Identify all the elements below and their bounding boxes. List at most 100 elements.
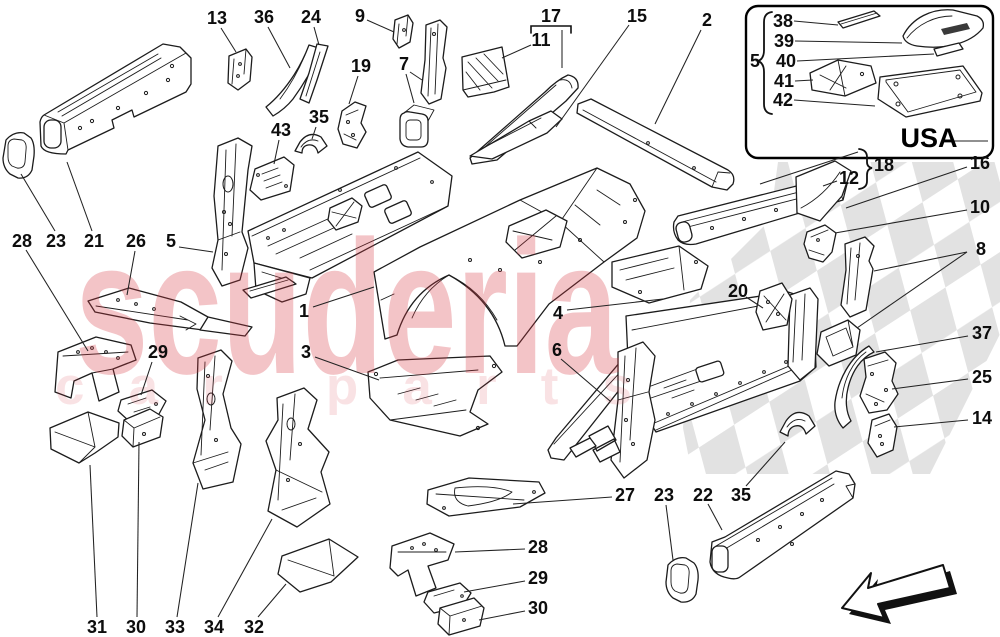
part-pillar-trim-24[interactable] xyxy=(299,43,329,104)
part-pillar-trim-36[interactable] xyxy=(265,44,323,117)
part-floor-panel-27[interactable] xyxy=(426,477,546,517)
part-channel-7[interactable] xyxy=(420,19,448,105)
callout-32[interactable]: 32 xyxy=(244,617,264,637)
part-bracket-41[interactable] xyxy=(809,59,877,97)
callout-17[interactable]: 17 xyxy=(541,6,561,26)
part-strip-38[interactable] xyxy=(837,10,881,29)
callout-21[interactable]: 21 xyxy=(84,231,104,251)
part-sill-beam[interactable] xyxy=(39,43,192,155)
part-box-30-left[interactable] xyxy=(121,408,164,448)
callout-41[interactable]: 41 xyxy=(774,71,794,91)
part-end-cap-bottom[interactable] xyxy=(665,557,699,603)
callout-18[interactable]: 18 xyxy=(874,155,894,175)
callout-14[interactable]: 14 xyxy=(972,408,992,428)
callout-30[interactable]: 30 xyxy=(528,598,548,618)
part-blade-26[interactable] xyxy=(87,276,297,337)
part-curved-strip-37[interactable] xyxy=(834,345,875,429)
part-bracket-25[interactable] xyxy=(859,351,899,414)
callout-35[interactable]: 35 xyxy=(731,485,751,505)
part-trim-39[interactable] xyxy=(902,9,985,48)
callout-7[interactable]: 7 xyxy=(399,54,409,74)
callout-28[interactable]: 28 xyxy=(528,537,548,557)
callout-8[interactable]: 8 xyxy=(976,239,986,259)
part-bracket-20[interactable] xyxy=(755,282,793,331)
part-sheet-32[interactable] xyxy=(277,538,359,593)
callout-38[interactable]: 38 xyxy=(773,11,793,31)
part-box-8[interactable] xyxy=(816,319,861,367)
callout-25[interactable]: 25 xyxy=(972,367,992,387)
part-panel-4[interactable] xyxy=(611,245,709,304)
callout-22[interactable]: 22 xyxy=(693,485,713,505)
callout-30[interactable]: 30 xyxy=(126,617,146,637)
part-sill-beam-22[interactable] xyxy=(709,470,856,580)
callout-2[interactable]: 2 xyxy=(702,10,712,30)
part-saddle-35-lower[interactable] xyxy=(779,411,816,437)
callout-19[interactable]: 19 xyxy=(351,56,371,76)
part-box-section-7[interactable] xyxy=(399,104,435,148)
part-bracket-28-left[interactable] xyxy=(54,336,137,402)
part-crossmember-3[interactable] xyxy=(367,355,503,437)
part-bracket-28-bottom[interactable] xyxy=(389,532,455,597)
callout-1[interactable]: 1 xyxy=(299,301,309,321)
part-channel-8[interactable] xyxy=(840,236,875,318)
part-pillar-33[interactable] xyxy=(192,349,242,490)
leader-line xyxy=(845,166,968,209)
leader-line xyxy=(313,26,320,46)
callout-5[interactable]: 5 xyxy=(750,51,760,71)
callout-31[interactable]: 31 xyxy=(87,617,107,637)
part-saddle-35-upper[interactable] xyxy=(294,133,328,154)
callout-12[interactable]: 12 xyxy=(839,168,859,188)
callout-3[interactable]: 3 xyxy=(301,342,311,362)
callout-23[interactable]: 23 xyxy=(654,485,674,505)
callout-4[interactable]: 4 xyxy=(553,303,563,323)
callout-29[interactable]: 29 xyxy=(148,342,168,362)
callout-24[interactable]: 24 xyxy=(301,7,321,27)
leader-line xyxy=(834,209,968,234)
callout-40[interactable]: 40 xyxy=(776,51,796,71)
callout-27[interactable]: 27 xyxy=(615,485,635,505)
callout-26[interactable]: 26 xyxy=(126,231,146,251)
part-floorpan-assembly[interactable] xyxy=(211,137,453,303)
part-end-cap-left[interactable] xyxy=(2,132,35,179)
part-plate-14[interactable] xyxy=(867,413,898,458)
leader-line xyxy=(366,19,395,33)
callout-5[interactable]: 5 xyxy=(166,231,176,251)
callout-9[interactable]: 9 xyxy=(355,6,365,26)
callout-43[interactable]: 43 xyxy=(271,120,291,140)
leader-line xyxy=(893,419,969,428)
leader-line xyxy=(220,27,237,53)
part-side-member-2[interactable] xyxy=(576,98,735,191)
part-bracket-19[interactable] xyxy=(337,101,367,149)
callout-13[interactable]: 13 xyxy=(207,8,227,28)
part-plate-42[interactable] xyxy=(877,65,983,118)
part-trim-12[interactable] xyxy=(795,160,852,222)
direction-arrow-icon xyxy=(841,564,957,624)
callout-39[interactable]: 39 xyxy=(774,31,794,51)
part-bracket-13[interactable] xyxy=(227,48,253,91)
part-bracket-9[interactable] xyxy=(392,14,414,49)
callout-15[interactable]: 15 xyxy=(627,6,647,26)
part-ribbed-corner-11[interactable] xyxy=(461,46,510,98)
part-box-30-bottom[interactable] xyxy=(437,597,485,636)
callout-11[interactable]: 11 xyxy=(531,30,550,50)
part-rear-bulkhead[interactable] xyxy=(373,167,646,347)
callout-28[interactable]: 28 xyxy=(12,231,32,251)
part-mat-31[interactable] xyxy=(49,411,120,464)
part-bracket-10[interactable] xyxy=(803,224,837,263)
callout-29[interactable]: 29 xyxy=(528,568,548,588)
callout-10[interactable]: 10 xyxy=(970,197,990,217)
callout-20[interactable]: 20 xyxy=(728,281,748,301)
callout-23[interactable]: 23 xyxy=(46,231,66,251)
callout-34[interactable]: 34 xyxy=(204,617,224,637)
callout-37[interactable]: 37 xyxy=(972,323,992,343)
callout-33[interactable]: 33 xyxy=(165,617,185,637)
part-strip-40[interactable] xyxy=(933,42,964,57)
callout-6[interactable]: 6 xyxy=(552,340,562,360)
callout-42[interactable]: 42 xyxy=(773,90,793,110)
part-pillar-34[interactable] xyxy=(265,387,331,528)
callout-35[interactable]: 35 xyxy=(309,107,329,127)
callout-16[interactable]: 16 xyxy=(970,153,990,173)
leader-line xyxy=(822,180,838,187)
callout-36[interactable]: 36 xyxy=(254,7,274,27)
part-ribbed-plate-43[interactable] xyxy=(249,156,295,201)
